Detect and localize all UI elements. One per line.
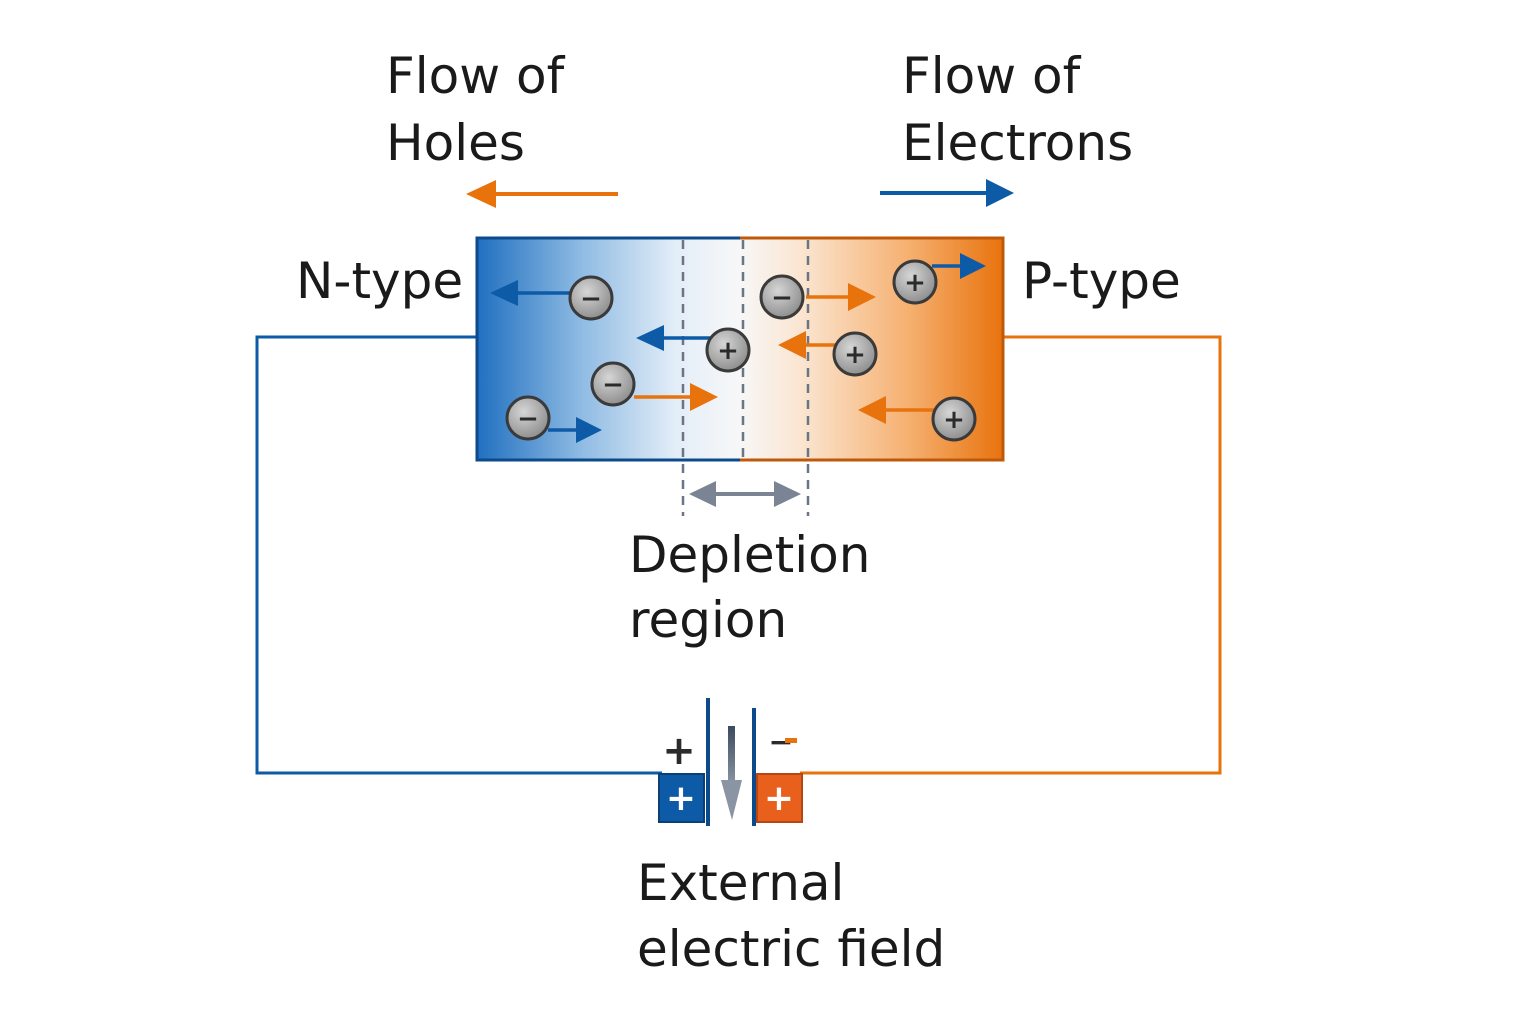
svg-text:−: − [771, 283, 793, 313]
hole-particle: + [705, 327, 751, 373]
depletion-region-label: region [629, 591, 787, 649]
svg-text:+: + [904, 268, 926, 298]
holes-flow-label: Holes [386, 114, 525, 172]
electron-particle: − [590, 361, 636, 407]
depletion-region-label: Depletion [629, 526, 870, 584]
electron-particle: − [759, 274, 805, 320]
svg-text:+: + [943, 405, 965, 435]
hole-particle: + [892, 259, 938, 305]
electron-particle: − [568, 275, 614, 321]
svg-text:−: − [517, 404, 539, 434]
battery: + + + − [658, 698, 803, 826]
particles: − − − − + + + + [505, 259, 977, 442]
n-region-border [475, 236, 740, 462]
p-side-wire [800, 335, 1222, 775]
n-type-label: N-type [296, 252, 463, 310]
battery-positive-sign: + [662, 728, 696, 774]
svg-text:+: + [666, 778, 696, 819]
positive-terminal [658, 773, 705, 823]
electron-particle: − [505, 395, 551, 441]
p-region-border [740, 236, 1005, 462]
holes-flow-arrow [466, 180, 618, 208]
electrons-flow-arrow [880, 179, 1014, 207]
svg-text:+: + [717, 336, 739, 366]
external-field-label: External [637, 854, 844, 912]
n-side-wire [255, 335, 662, 775]
particle-arrows [490, 253, 986, 443]
field-direction-arrow [721, 726, 742, 820]
depletion-width-arrow [689, 481, 801, 507]
negative-terminal [756, 773, 803, 823]
svg-text:−: − [602, 370, 624, 400]
svg-text:+: + [844, 340, 866, 370]
electrons-flow-label: Electrons [902, 114, 1133, 172]
hole-particle: + [931, 396, 977, 442]
svg-text:−: − [580, 284, 602, 314]
external-field-label: electric field [637, 920, 945, 978]
svg-text:+: + [764, 778, 794, 819]
electrons-flow-label: Flow of [902, 47, 1082, 105]
hole-particle: + [832, 331, 878, 377]
p-type-label: P-type [1022, 252, 1181, 310]
depletion-boundaries [681, 240, 810, 516]
holes-flow-label: Flow of [386, 47, 566, 105]
